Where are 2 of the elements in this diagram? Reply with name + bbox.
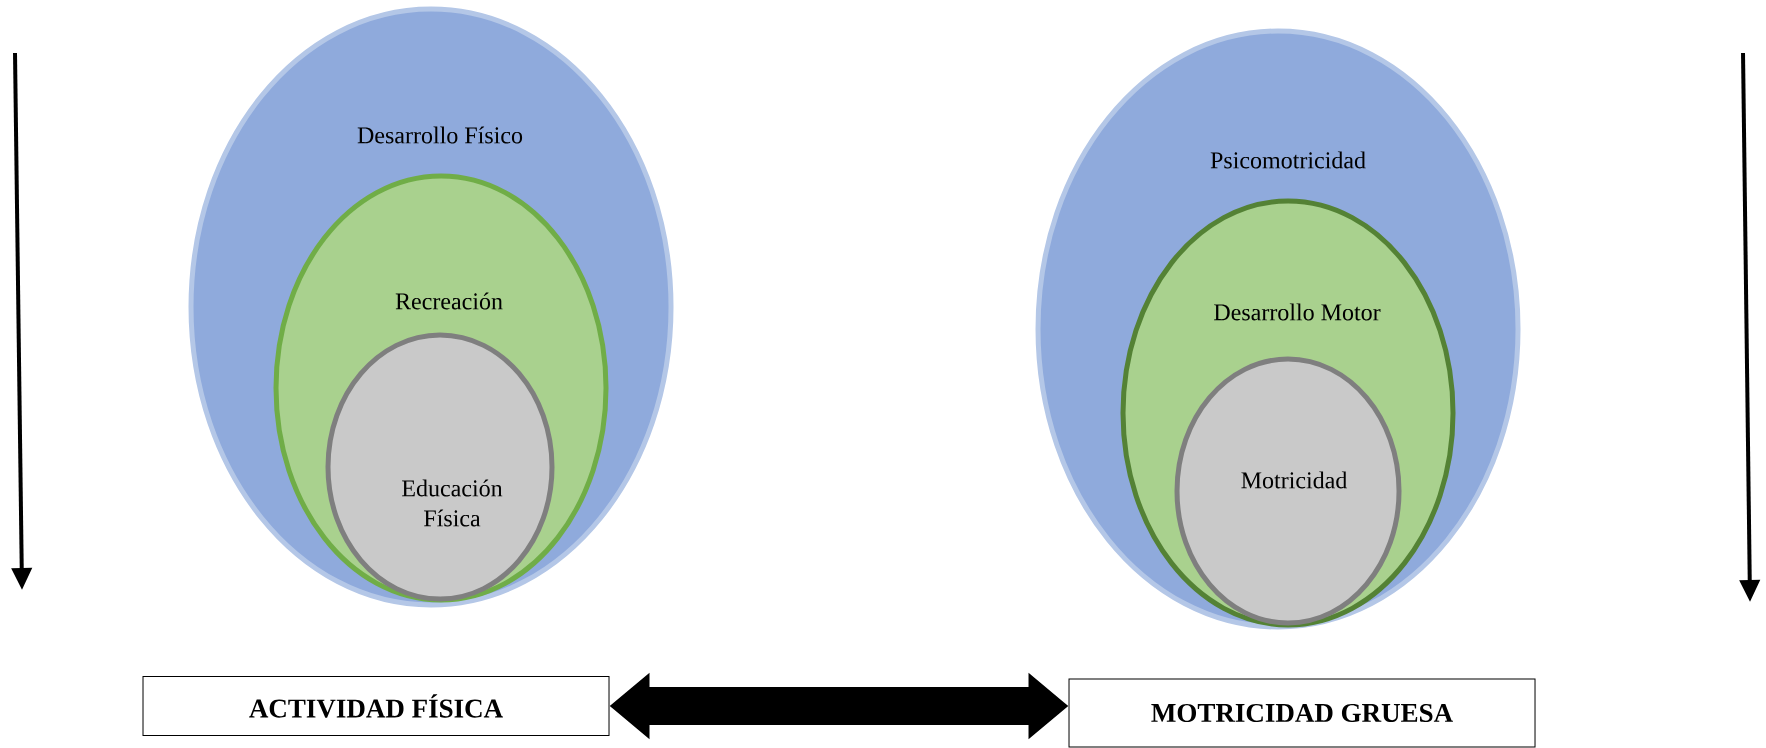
label-box: MOTRICIDAD GRUESA: [1068, 678, 1536, 748]
label-box: ACTIVIDAD FÍSICA: [142, 676, 610, 736]
